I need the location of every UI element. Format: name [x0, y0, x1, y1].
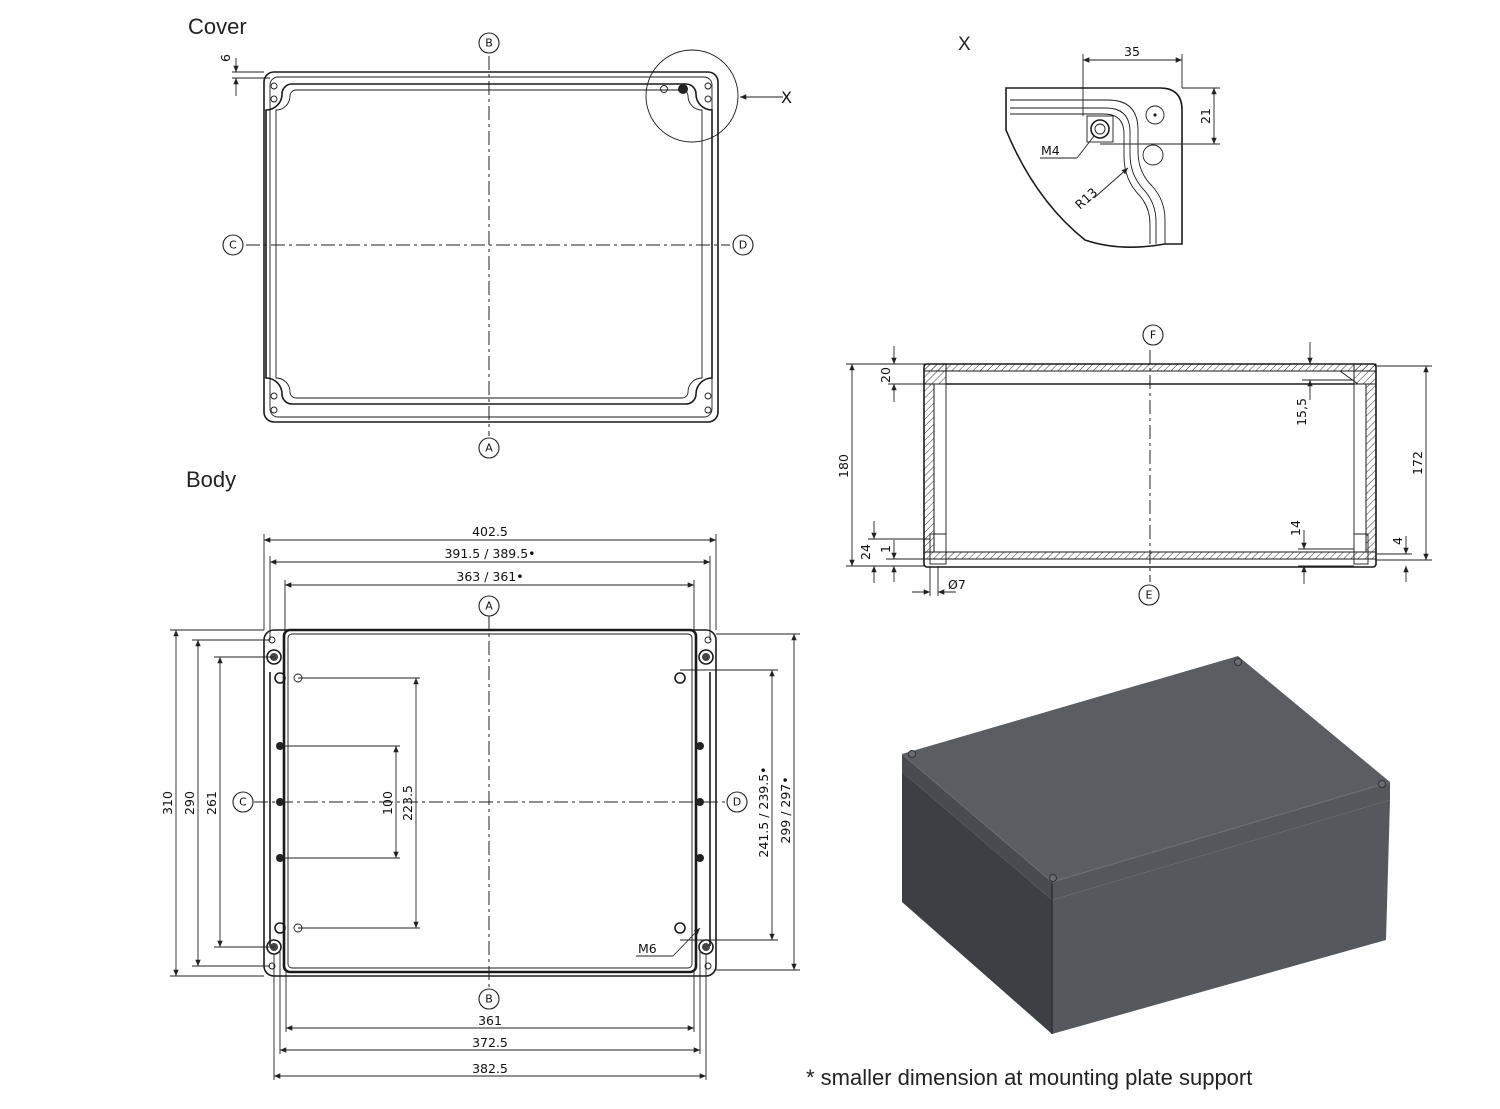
body-screw-holes [266, 636, 714, 970]
body-dim-241-5: 241.5 / 239.5• [756, 766, 771, 857]
detail-x-callout [645, 49, 739, 143]
body-dim-361: 361 [478, 1013, 502, 1028]
cover-rim [269, 76, 713, 418]
cover-bubble-d: D [739, 239, 747, 252]
section-dim-180: 180 [836, 454, 851, 478]
section-dim-diameter-7: Ø7 [948, 577, 966, 592]
body-inner-wall [282, 628, 698, 974]
section-view: F E 180 20 24 1 Ø7 172 15,5 [836, 324, 1432, 606]
section-bubble-f: F [1150, 329, 1156, 342]
body-dim-261: 261 [204, 791, 219, 815]
enclosure-3d-render [901, 656, 1391, 1034]
cover-heading: Cover [188, 14, 247, 39]
body-dim-391-5: 391.5 / 389.5• [444, 546, 535, 561]
cover-outline [263, 71, 719, 423]
body-thread-m6: M6 [638, 941, 657, 956]
body-bubble-d: D [733, 796, 741, 809]
enclosure-side-face [1052, 800, 1390, 1034]
body-bubble-b: B [485, 993, 493, 1006]
body-outline [263, 629, 717, 977]
body-view: Body A B C D 402.5 [160, 467, 800, 1080]
section-dim-24: 24 [858, 544, 873, 560]
body-dim-223-5: 223.5 [400, 785, 415, 821]
body-dim-363: 363 / 361• [456, 569, 523, 584]
footnote: * smaller dimension at mounting plate su… [806, 1065, 1252, 1090]
detail-heading: X [958, 34, 971, 55]
cover-dim-6: 6 [218, 54, 233, 62]
body-dim-100: 100 [380, 791, 395, 815]
detail-gasket [1010, 99, 1166, 244]
cover-bubble-b: B [485, 37, 493, 50]
detail-dim-35: 35 [1124, 44, 1140, 59]
enclosure-front-face [902, 772, 1052, 1034]
detail-x-view: X 35 21 M4 R13 [958, 34, 1220, 248]
section-dim-1: 1 [878, 545, 893, 553]
cover-bubble-c: C [229, 239, 237, 252]
cover-view: Cover X 6 B A C D [188, 14, 792, 459]
body-dim-402-5: 402.5 [472, 524, 508, 539]
section-dim-15-5: 15,5 [1294, 398, 1309, 426]
enclosure-lid-top [902, 656, 1390, 882]
body-dim-290: 290 [182, 791, 197, 815]
detail-x-marker: X [781, 88, 792, 107]
cover-screw-holes [270, 82, 712, 414]
cover-gasket-inner [275, 89, 703, 399]
cover-gasket [265, 83, 713, 405]
body-dim-310: 310 [160, 791, 175, 815]
detail-thread-m4: M4 [1041, 143, 1060, 158]
detail-dim-21: 21 [1198, 108, 1213, 124]
body-bubble-c: C [239, 796, 247, 809]
cover-bubble-a: A [485, 442, 493, 455]
body-bubble-a: A [485, 600, 493, 613]
section-dim-14: 14 [1288, 520, 1303, 536]
body-dim-299: 299 / 297• [778, 776, 793, 843]
section-dim-4: 4 [1390, 537, 1405, 545]
section-bubble-e: E [1146, 589, 1153, 602]
body-dim-382-5: 382.5 [472, 1061, 508, 1076]
detail-outline [1005, 87, 1183, 248]
section-dim-20: 20 [878, 367, 893, 383]
body-heading: Body [186, 467, 236, 492]
detail-radius-r13: R13 [1072, 185, 1100, 213]
body-dim-372-5: 372.5 [472, 1035, 508, 1050]
section-dim-172: 172 [1410, 451, 1425, 475]
